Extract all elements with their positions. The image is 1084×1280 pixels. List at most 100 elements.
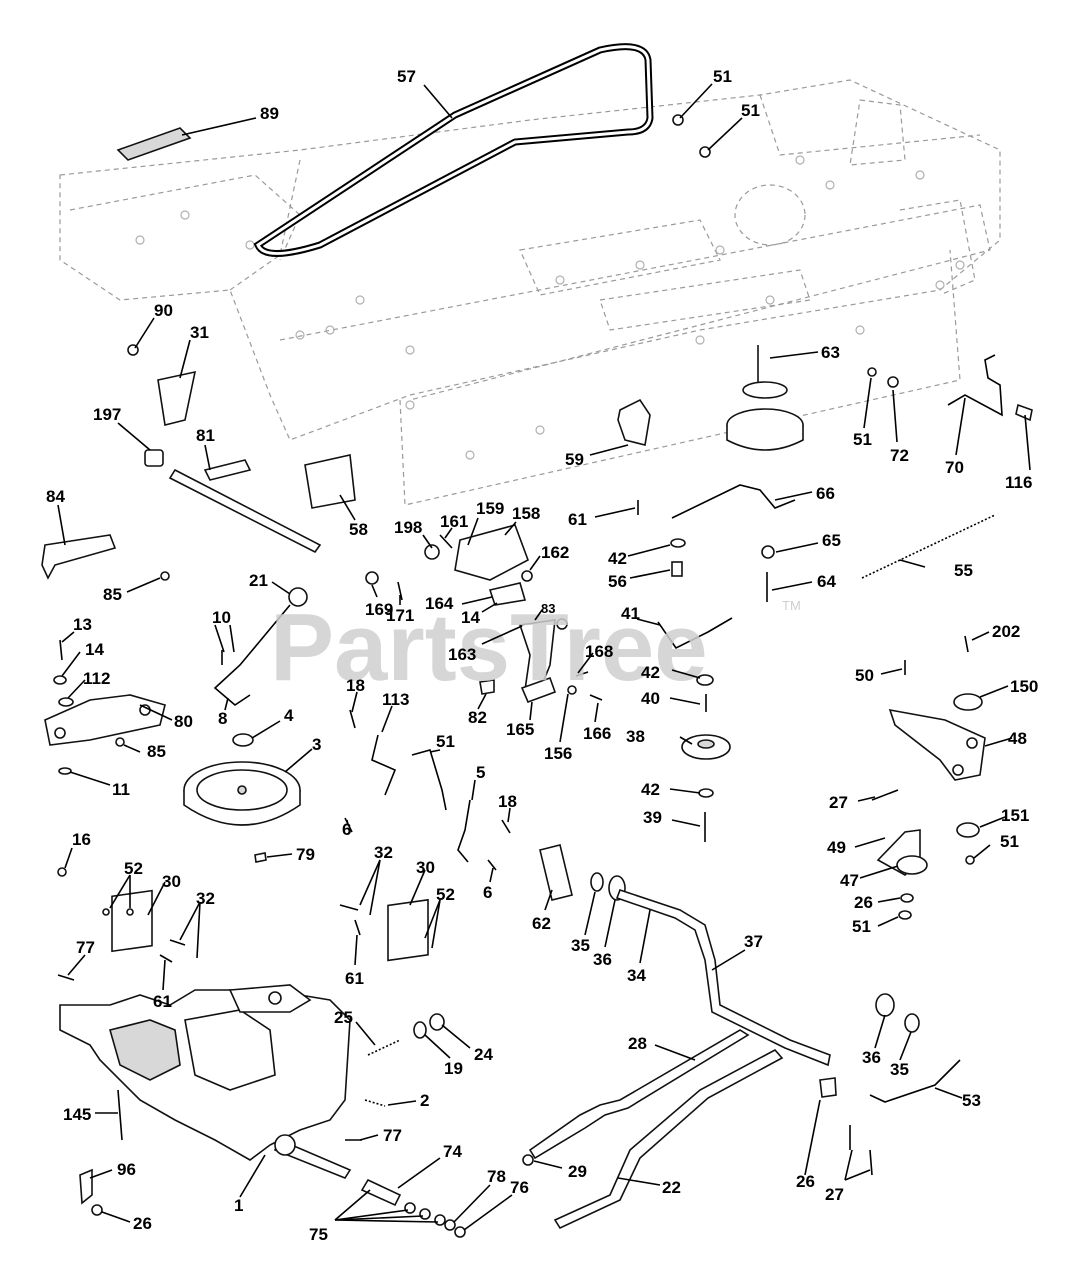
callout-19: 19 [444, 1059, 463, 1078]
callout-35: 35 [890, 1060, 909, 1079]
callout-58: 58 [349, 520, 368, 539]
pin-51d [411, 749, 447, 811]
washer-19 [413, 1021, 427, 1039]
callout-59: 59 [565, 450, 584, 469]
callout-169: 169 [365, 600, 393, 619]
washer-26b [900, 893, 914, 903]
retainer-4 [232, 733, 254, 747]
callout-163: 163 [448, 645, 476, 664]
callout-2: 2 [420, 1091, 429, 1110]
callout-4: 4 [284, 706, 294, 725]
frame-holes [135, 155, 965, 460]
bolt-32a [169, 939, 186, 946]
rod-28 [528, 1029, 750, 1160]
watermark-text: PartsTree [270, 594, 708, 701]
callout-116: 116 [1005, 473, 1032, 492]
callout-158: 158 [512, 504, 540, 523]
pulley-63 [726, 345, 804, 451]
washer-42b [696, 674, 714, 686]
bolt-61b [159, 954, 173, 963]
callout-162: 162 [541, 543, 569, 562]
bolt-18b [501, 819, 511, 834]
washer-35b [904, 1013, 920, 1033]
nut-83 [556, 618, 568, 630]
callout-16: 16 [72, 830, 91, 849]
rod-5 [457, 799, 471, 863]
callout-57: 57 [397, 67, 416, 86]
callout-51: 51 [853, 430, 872, 449]
bolt-6a [344, 817, 353, 833]
bolt-161 [439, 534, 453, 549]
callout-85: 85 [103, 585, 122, 604]
bolt-27c [871, 789, 899, 801]
rod-22 [553, 1048, 784, 1230]
rod-66 [671, 484, 796, 519]
rod-53 [869, 1059, 961, 1103]
callout-198: 198 [394, 518, 422, 537]
callout-202: 202 [992, 622, 1020, 641]
callout-32: 32 [374, 843, 393, 862]
callout-51: 51 [741, 101, 760, 120]
callout-77: 77 [76, 938, 95, 957]
bracket-164 [488, 582, 527, 606]
callout-24: 24 [474, 1045, 493, 1064]
washer-11 [58, 767, 72, 775]
washer-14a [53, 675, 67, 685]
callout-34: 34 [627, 966, 646, 985]
bracket-96 [79, 1168, 93, 1205]
callout-83: 83 [541, 601, 555, 616]
callout-26: 26 [854, 893, 873, 912]
tube-62 [539, 844, 573, 901]
callout-22: 22 [662, 1178, 681, 1197]
washer-35a [590, 872, 604, 892]
callout-47: 47 [840, 871, 859, 890]
clip-59 [617, 398, 651, 446]
rod-34 [615, 888, 831, 1067]
drive-belt [253, 43, 654, 257]
callout-61: 61 [568, 510, 587, 529]
lever-41 [657, 617, 733, 650]
callout-80: 80 [174, 712, 193, 731]
nut-150 [953, 693, 983, 711]
callout-168: 168 [585, 642, 613, 661]
bolt-145 [117, 1089, 123, 1141]
nut-51f [965, 855, 975, 865]
callout-26: 26 [796, 1172, 815, 1191]
nut-16 [57, 867, 67, 877]
callout-30: 30 [162, 872, 181, 891]
callout-14: 14 [461, 608, 480, 627]
callout-10: 10 [212, 608, 231, 627]
chassis-frame [59, 79, 1001, 506]
callout-36: 36 [593, 950, 612, 969]
nut-51b [699, 146, 711, 158]
clip-82 [479, 679, 495, 695]
bracket-31 [157, 370, 197, 426]
bracket-48 [888, 708, 986, 781]
callout-11: 11 [112, 780, 130, 799]
callout-76: 76 [510, 1178, 529, 1197]
callout-38: 38 [626, 727, 645, 746]
callout-145: 145 [63, 1105, 91, 1124]
callout-66: 66 [816, 484, 835, 503]
key-79 [254, 852, 267, 863]
callout-14: 14 [85, 640, 104, 659]
decal-89 [116, 127, 192, 161]
callout-74: 74 [443, 1142, 462, 1161]
nut-85b [115, 737, 125, 747]
nut-162 [521, 570, 533, 582]
pin-166 [589, 694, 603, 701]
nut-51c [867, 367, 877, 377]
callout-29: 29 [568, 1162, 587, 1181]
nut-76 [454, 1226, 466, 1238]
callout-36: 36 [862, 1048, 881, 1067]
shaft-81 [168, 468, 322, 554]
callout-40: 40 [641, 689, 660, 708]
callout-151: 151 [1001, 806, 1029, 825]
callout-51: 51 [436, 732, 455, 751]
callout-79: 79 [296, 845, 315, 864]
callout-5: 5 [476, 763, 485, 782]
bolt-61c [354, 919, 361, 936]
callout-6: 6 [483, 883, 492, 902]
pin-168 [575, 671, 589, 677]
